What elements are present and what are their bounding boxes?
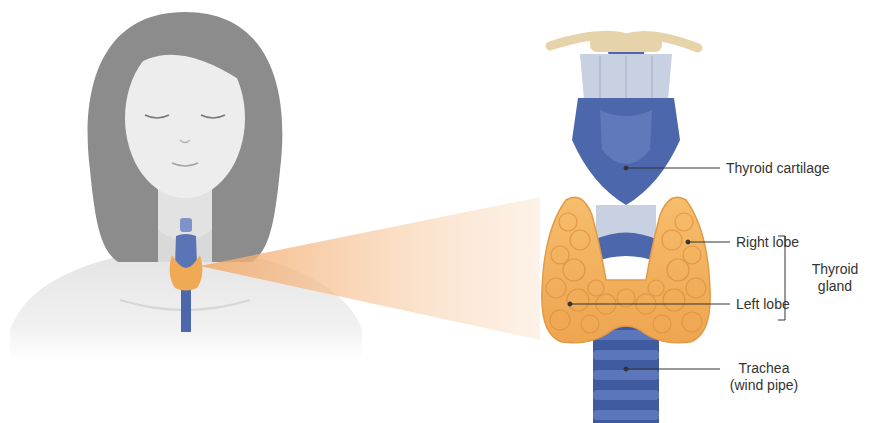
hair <box>88 12 283 262</box>
group-label: Thyroid gland <box>796 261 874 295</box>
eye <box>201 115 225 118</box>
small-thyroid <box>170 255 203 291</box>
membrane-lines <box>600 56 652 98</box>
eye <box>145 115 169 118</box>
leader-lines <box>568 166 785 371</box>
part-label: Trachea (wind pipe) <box>722 360 806 394</box>
larynx-detail <box>542 34 710 423</box>
part-label: Left lobe <box>736 296 790 313</box>
small-larynx <box>180 218 192 232</box>
person-figure <box>10 12 362 360</box>
cricoid-cartilage <box>594 233 658 263</box>
nose <box>180 140 190 143</box>
thyroid-gland <box>542 197 710 343</box>
zoom-cone <box>200 197 540 340</box>
hyoid-body <box>590 36 662 52</box>
thyrohyoid-membrane <box>580 54 672 100</box>
thyroid-cartilage <box>572 98 680 205</box>
cartilage-highlight <box>600 110 652 164</box>
part-label: Right lobe <box>736 234 799 251</box>
mouth <box>172 163 198 166</box>
part-label: Thyroid cartilage <box>726 160 830 177</box>
fringe <box>130 34 245 80</box>
